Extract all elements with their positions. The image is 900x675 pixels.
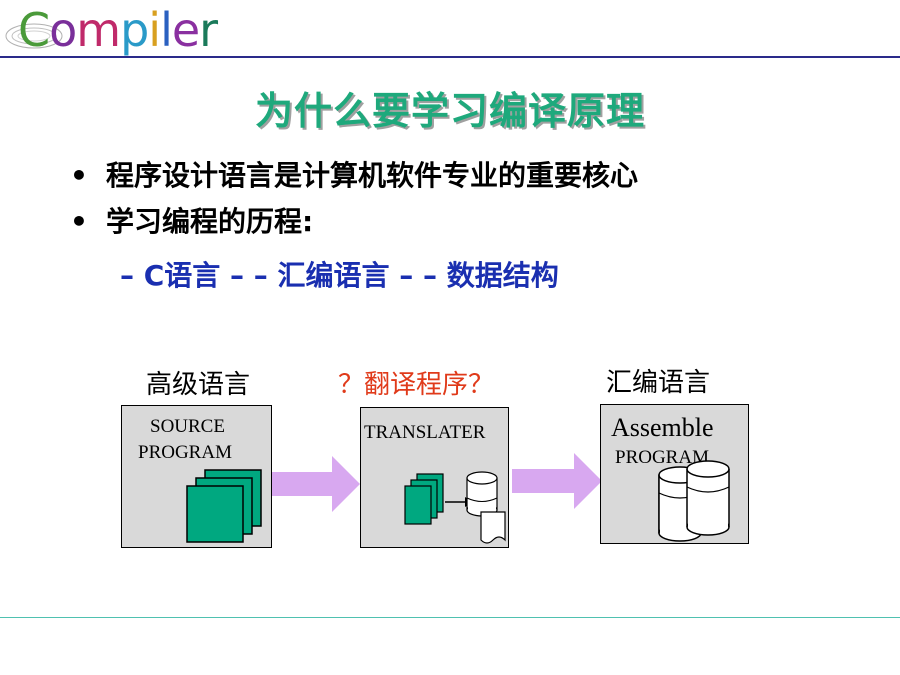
source-box-line2: PROGRAM [138, 442, 232, 463]
header-divider [0, 56, 900, 58]
label-assembly-language: 汇编语言 [606, 368, 711, 398]
logo-letter: i [148, 3, 161, 57]
assemble-box-line1: Assemble [611, 413, 714, 442]
bullet-marker: • [70, 205, 88, 238]
bullet-text: 程序设计语言是计算机软件专业的重要核心 [106, 159, 639, 192]
label-high-level-language: 高级语言 [146, 370, 251, 400]
document-stack-icon [186, 469, 262, 543]
assemble-program-box: Assemble PROGRAM [600, 404, 749, 544]
bullet-text: 学习编程的历程: [106, 205, 314, 238]
source-box-line1: SOURCE [150, 416, 225, 437]
translator-box: TRANSLATER [360, 407, 509, 548]
source-program-box: SOURCE PROGRAM [121, 405, 272, 548]
logo-letter: m [76, 3, 121, 57]
bullet-item: • 学习编程的历程: [70, 202, 638, 248]
slide-title: 为什么要学习编译原理 [254, 89, 645, 133]
logo-swirl [5, 23, 63, 49]
logo-letter: l [160, 3, 173, 57]
translator-process-icon [404, 471, 506, 544]
compiler-logo: Compiler [4, 2, 264, 62]
logo-letter: e [171, 3, 200, 57]
label-translator: ？翻译程序？ [338, 370, 495, 400]
bullet-item: • 程序设计语言是计算机软件专业的重要核心 [70, 156, 638, 202]
sub-bullet: – C语言 – – 汇编语言 – – 数据结构 [120, 259, 559, 292]
logo-letter: o [49, 3, 77, 57]
logo-letter: p [120, 3, 149, 57]
translator-box-label: TRANSLATER [364, 422, 486, 443]
logo-letter: r [199, 3, 218, 57]
logo-text: Compiler [18, 2, 218, 58]
logo-letter: C [18, 3, 50, 57]
bullet-marker: • [70, 159, 88, 192]
footer-divider [0, 617, 900, 618]
database-cylinders-icon [658, 460, 730, 542]
bullet-list: • 程序设计语言是计算机软件专业的重要核心 • 学习编程的历程: [70, 156, 638, 248]
arrow-right-icon [512, 453, 602, 509]
arrow-right-icon [272, 456, 360, 512]
assemble-box-line2: PROGRAM [615, 447, 709, 468]
cylinder-right [686, 460, 730, 536]
